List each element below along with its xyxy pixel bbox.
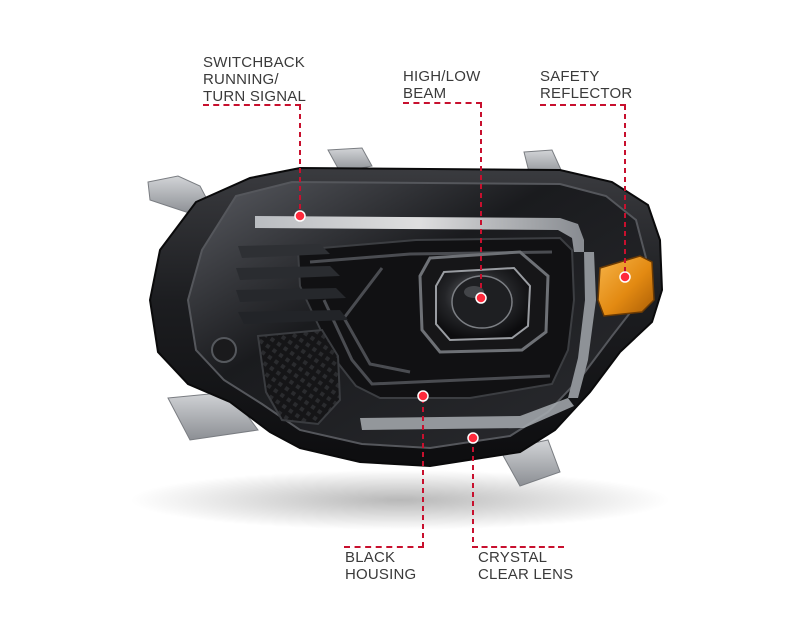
switchback-drl-bar: [255, 216, 584, 252]
callout-housing-line-1: BLACK: [345, 549, 396, 566]
floor-shadow: [130, 470, 670, 530]
dot-beam: [475, 292, 487, 304]
callout-beam-line-1: HIGH/LOW: [403, 68, 481, 85]
callout-reflector-line-1: SAFETY: [540, 68, 600, 85]
callout-lens-label: CRYSTAL CLEAR LENS: [478, 549, 573, 583]
callout-switchback-line-3: TURN SIGNAL: [203, 88, 307, 105]
dot-switchback: [294, 210, 306, 222]
callout-switchback-line-1: SWITCHBACK: [203, 54, 306, 71]
bottom-light-guide: [360, 398, 574, 430]
right-chrome-strip: [568, 252, 596, 398]
callout-housing-label: BLACK HOUSING: [345, 549, 416, 583]
callout-beam-underline: [403, 102, 482, 104]
callout-switchback-line-2: RUNNING/: [203, 71, 279, 88]
amber-safety-reflector: [597, 255, 655, 317]
callout-reflector-line-2: REFLECTOR: [540, 85, 633, 102]
adjuster-knob: [211, 337, 237, 363]
dot-reflector: [619, 271, 631, 283]
callout-beam-line-2: BEAM: [403, 85, 447, 102]
mesh-insert: [256, 328, 342, 426]
callout-leaders: [299, 103, 626, 548]
callout-beam-label: HIGH/LOW BEAM: [403, 68, 480, 102]
callout-dots: [294, 210, 631, 444]
dot-housing: [417, 390, 429, 402]
callout-switchback-underline: [203, 104, 301, 106]
callout-lens-line-2: CLEAR LENS: [478, 566, 574, 583]
callout-lens-underline: [472, 546, 564, 548]
callout-switchback-label: SWITCHBACK RUNNING/ TURN SIGNAL: [203, 54, 306, 105]
callout-reflector-underline: [540, 104, 626, 106]
callout-lens-line-1: CRYSTAL: [478, 549, 548, 566]
callout-housing-underline: [344, 546, 424, 548]
callout-housing-line-2: HOUSING: [345, 566, 417, 583]
dot-lens: [467, 432, 479, 444]
callout-reflector-label: SAFETY REFLECTOR: [540, 68, 632, 102]
left-louvres: [236, 244, 348, 324]
